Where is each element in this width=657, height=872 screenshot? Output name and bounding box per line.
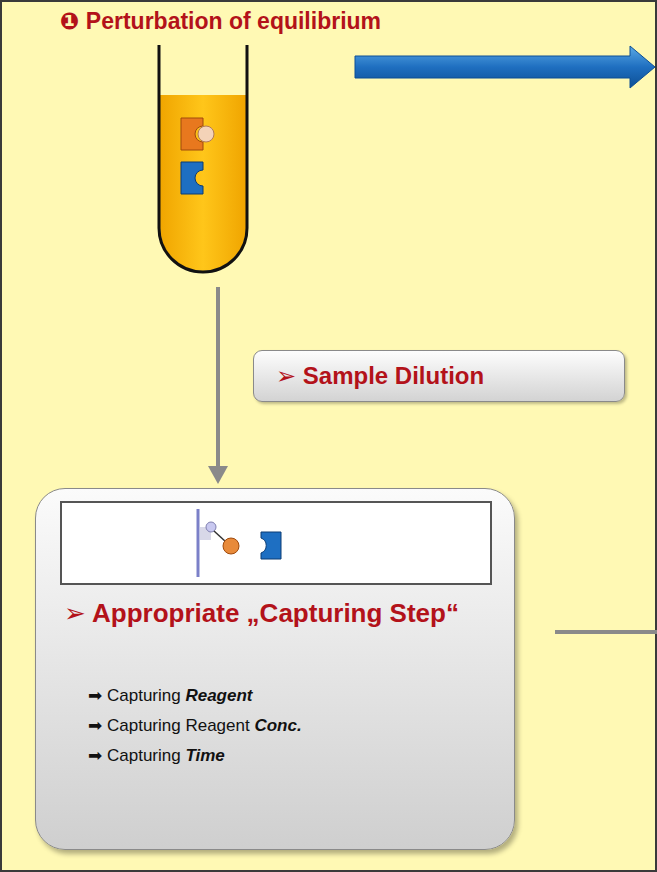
- step-label: ➢ Sample Dilution: [276, 362, 484, 390]
- bullet-item: ➡ Capturing Reagent: [88, 685, 252, 706]
- bullet-item: ➡ Capturing Reagent Conc.: [88, 715, 302, 736]
- step-box: ➢ Sample Dilution: [253, 350, 625, 402]
- arrow-head: [208, 466, 228, 484]
- panel-heading: ➢ Appropriate „Capturing Step“: [64, 597, 484, 631]
- bullet-item: ➡ Capturing Time: [88, 745, 225, 766]
- receptor: [181, 162, 203, 194]
- ligand: [198, 126, 214, 142]
- flow-arrow: [355, 46, 655, 88]
- assay-plate-box: [60, 501, 492, 585]
- flow-arrow: [216, 287, 220, 468]
- liquid: [160, 95, 246, 271]
- capture-illustration: [62, 503, 490, 583]
- test-tube: [159, 45, 247, 272]
- capture-panel: ➢ Appropriate „Capturing Step“ ➡ Capturin…: [35, 488, 515, 850]
- diagram-title: ❶ Perturbation of equilibrium: [60, 8, 381, 35]
- flow-line: [555, 630, 657, 634]
